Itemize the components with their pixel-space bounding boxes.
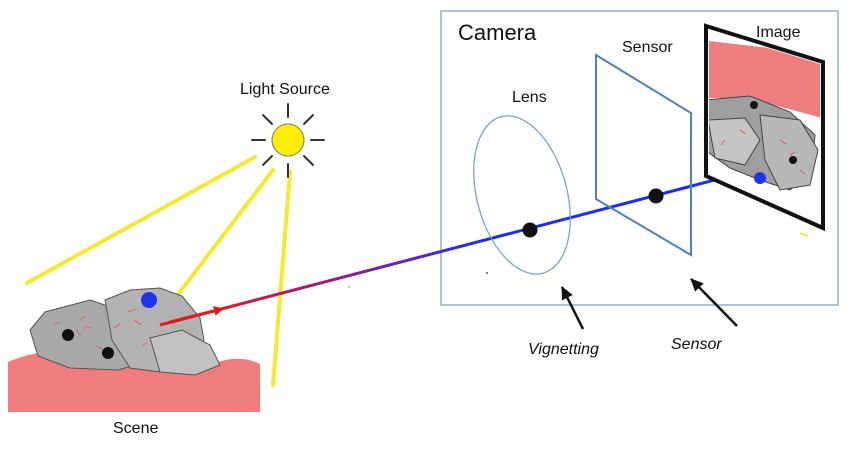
vignetting-label: Vignetting	[528, 341, 599, 358]
rock-front	[149, 329, 221, 376]
scene-illustration	[8, 287, 260, 412]
reflected-ray-arrow	[169, 306, 224, 324]
arrow-up-left-icon	[560, 286, 585, 330]
sensor-effect-label: Sensor	[671, 336, 722, 353]
camera-label: Camera	[458, 20, 537, 45]
lens-focal-point	[522, 222, 538, 238]
sun-icon	[251, 103, 325, 178]
sensor-label: Sensor	[622, 39, 673, 56]
image-frame	[704, 23, 825, 232]
sensor-plane	[595, 53, 692, 257]
light-ray-down	[271, 170, 292, 387]
scene-dark-spot-2	[102, 347, 114, 359]
lens-label: Lens	[512, 89, 547, 106]
image-label: Image	[756, 24, 801, 41]
captured-image	[704, 23, 825, 237]
scene-dark-spot-1	[62, 329, 74, 341]
lens	[473, 115, 571, 275]
reflected-ray	[159, 164, 769, 327]
camera-box	[440, 10, 839, 306]
light-ray-left	[25, 155, 257, 285]
scene-blue-spot	[141, 292, 157, 308]
scene-label: Scene	[113, 420, 159, 437]
sensor-point	[648, 188, 664, 204]
arrow-up-left-icon	[690, 278, 738, 327]
light-source-label: Light Source	[240, 81, 330, 98]
